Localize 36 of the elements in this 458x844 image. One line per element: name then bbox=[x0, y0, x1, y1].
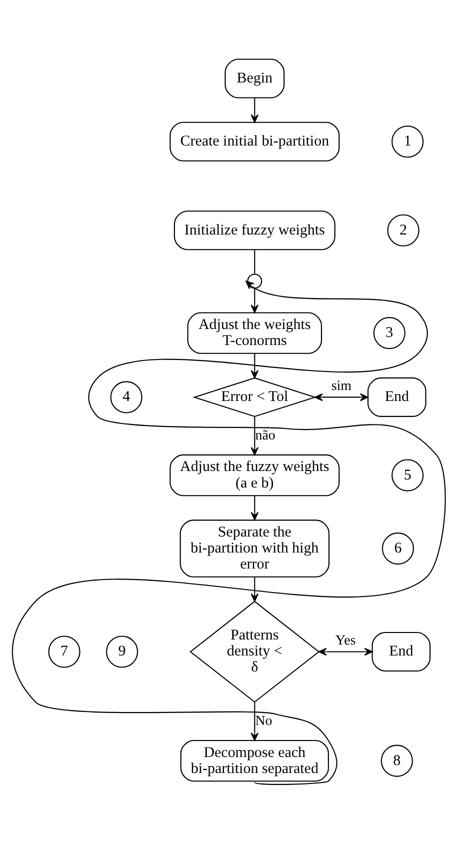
arrow bbox=[314, 393, 368, 402]
node-circle: 4 bbox=[110, 381, 142, 414]
arrow bbox=[250, 288, 259, 314]
edge-label: Yes bbox=[335, 634, 356, 649]
arrow bbox=[250, 416, 259, 456]
node-box: Decompose each bi-partition separated bbox=[180, 740, 329, 782]
arrow bbox=[250, 577, 259, 602]
arrow bbox=[250, 702, 259, 741]
node-box: Adjust the weights T-conorms bbox=[187, 312, 322, 354]
arrow bbox=[12, 280, 446, 785]
node-box: Initialize fuzzy weights bbox=[174, 210, 336, 250]
node-box: End bbox=[367, 377, 426, 417]
arrow bbox=[250, 496, 259, 520]
arrow bbox=[250, 353, 259, 378]
edge-label: sim bbox=[331, 379, 352, 394]
node-box: Adjust the fuzzy weights (a e b) bbox=[170, 454, 340, 496]
node-diamond: Patterns density < δ bbox=[190, 600, 320, 703]
node-box: Begin bbox=[224, 58, 285, 98]
node-circle: 8 bbox=[380, 744, 413, 777]
node-circle: 6 bbox=[382, 532, 414, 565]
arrow bbox=[250, 98, 259, 123]
node-circle: 5 bbox=[392, 459, 424, 492]
node-box: Separate the bi-partition with high error bbox=[180, 520, 330, 578]
node-circle: 3 bbox=[373, 317, 406, 350]
connector bbox=[254, 250, 256, 274]
node-diamond: Error < Tol bbox=[192, 377, 317, 418]
node-circle bbox=[247, 274, 262, 289]
node-circle: 2 bbox=[387, 214, 420, 246]
arrow bbox=[318, 648, 373, 656]
node-circle: 1 bbox=[392, 126, 424, 158]
node-circle: 9 bbox=[106, 636, 138, 668]
edge-label: não bbox=[255, 428, 276, 444]
node-box: End bbox=[372, 632, 431, 672]
node-box: Create initial bi-partition bbox=[170, 122, 340, 162]
edge-label: No bbox=[255, 714, 272, 729]
node-circle: 7 bbox=[48, 636, 80, 668]
